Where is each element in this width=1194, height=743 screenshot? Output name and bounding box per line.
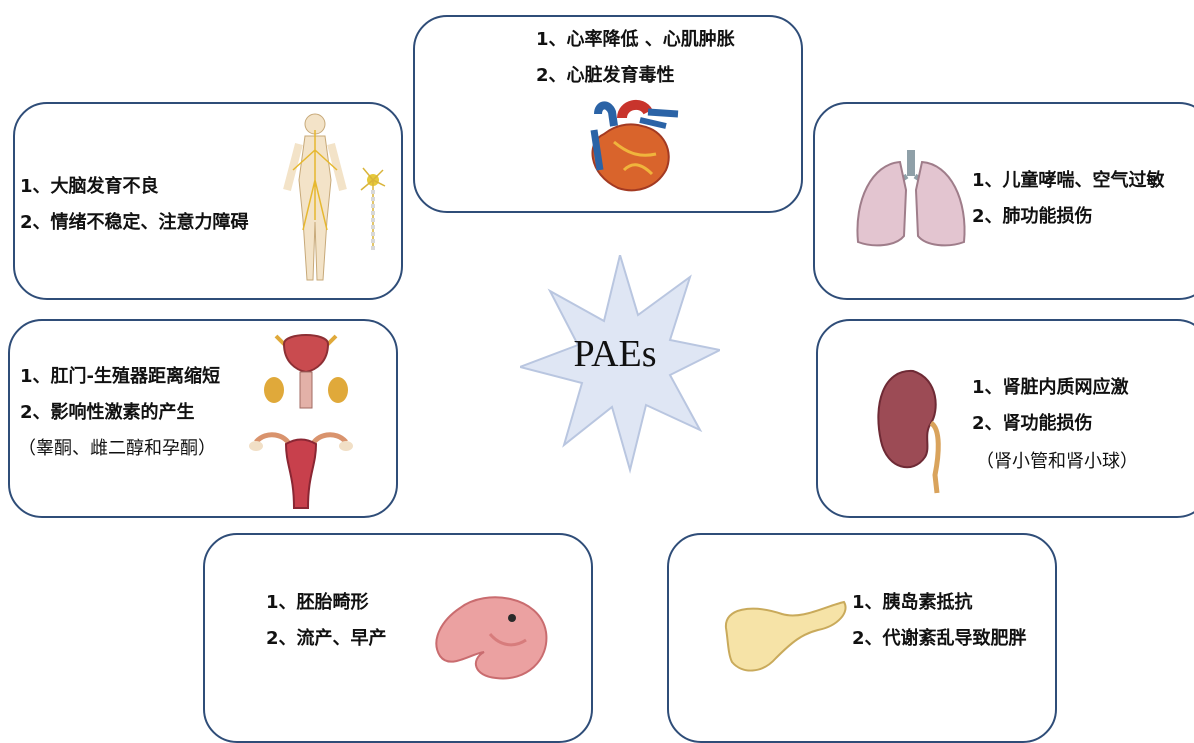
lungs-icon bbox=[852, 150, 972, 250]
pancreas-effect-2: 2、代谢紊乱导致肥胖 bbox=[852, 628, 1027, 650]
nervous-system-icon bbox=[283, 110, 393, 290]
pancreas-effect-1: 1、胰岛素抵抗 bbox=[852, 592, 973, 614]
heart-effect-2: 2、心脏发育毒性 bbox=[536, 65, 675, 87]
reproductive-effect-1: 1、肛门-生殖器距离缩短 bbox=[20, 366, 220, 388]
male-reproductive-icon bbox=[256, 330, 356, 410]
heart-effect-1: 1、心率降低 、心肌肿胀 bbox=[536, 29, 735, 51]
pancreas-icon bbox=[722, 598, 852, 678]
kidney-note: （肾小管和肾小球） bbox=[976, 451, 1138, 473]
center-label: PAEs bbox=[560, 332, 670, 376]
kidney-effect-1: 1、肾脏内质网应激 bbox=[972, 377, 1129, 399]
lung-effect-2: 2、肺功能损伤 bbox=[972, 206, 1093, 228]
embryo-effect-2: 2、流产、早产 bbox=[266, 628, 387, 650]
reproductive-effect-2: 2、影响性激素的产生 bbox=[20, 402, 195, 424]
embryo-icon bbox=[430, 590, 560, 690]
female-reproductive-icon bbox=[246, 430, 356, 510]
heart-icon bbox=[578, 100, 688, 195]
lung-effect-1: 1、儿童哮喘、空气过敏 bbox=[972, 170, 1165, 192]
kidney-icon bbox=[873, 365, 953, 495]
reproductive-note: （睾酮、雌二醇和孕酮） bbox=[18, 438, 216, 460]
nervous-effect-1: 1、大脑发育不良 bbox=[20, 176, 159, 198]
kidney-effect-2: 2、肾功能损伤 bbox=[972, 413, 1093, 435]
embryo-effect-1: 1、胚胎畸形 bbox=[266, 592, 369, 614]
nervous-effect-2: 2、情绪不稳定、注意力障碍 bbox=[20, 212, 249, 234]
